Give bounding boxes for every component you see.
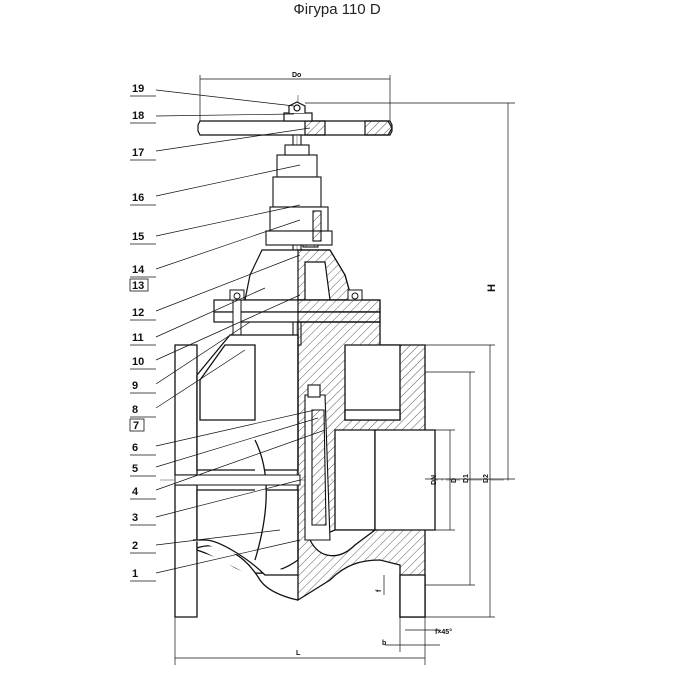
- callout-17: 17: [132, 147, 144, 159]
- callout-7: 7: [133, 420, 139, 432]
- callout-13: 13: [132, 280, 144, 292]
- callout-4: 4: [132, 486, 139, 498]
- callout-18: 18: [132, 110, 144, 122]
- callout-11: 11: [132, 332, 144, 344]
- callout-12: 12: [132, 307, 144, 319]
- callout-10: 10: [132, 356, 144, 368]
- dim-d-label: D: [451, 478, 458, 483]
- dim-d2-label: D2: [483, 474, 490, 483]
- callout-numbers: 19 18 17 16 15 14 13 12 11 10 9 8 7 6 5 …: [129, 83, 156, 582]
- dim-l-label: L: [296, 650, 301, 657]
- dim-d1-label: D1: [463, 474, 470, 483]
- figure-title: Фігура 110 D: [293, 1, 381, 18]
- valve-body-left: [174, 334, 299, 618]
- bonnet: [213, 249, 381, 323]
- callout-2: 2: [132, 540, 138, 552]
- dim-f-label: f: [376, 589, 383, 592]
- callout-15: 15: [132, 231, 144, 243]
- yoke: [265, 144, 333, 248]
- leader-lines: [155, 89, 326, 574]
- handwheel: [197, 101, 393, 136]
- callout-3: 3: [132, 512, 138, 524]
- callout-19: 19: [132, 83, 144, 95]
- callout-8: 8: [132, 404, 138, 416]
- gate-wedge: [304, 384, 331, 541]
- dimension-lines: [174, 75, 515, 665]
- callout-6: 6: [132, 442, 138, 454]
- callout-14: 14: [132, 264, 145, 276]
- valve-body-right-section: [297, 321, 436, 618]
- callout-5: 5: [132, 463, 138, 475]
- dim-do-label: Do: [292, 72, 301, 79]
- callout-1: 1: [132, 568, 138, 580]
- dim-chamfer-label: f×45°: [435, 628, 452, 636]
- callout-9: 9: [132, 380, 138, 392]
- dim-b-label: b: [382, 640, 386, 647]
- callout-16: 16: [132, 192, 144, 204]
- dim-dn-label: DN: [431, 475, 438, 485]
- dim-h-label: H: [486, 284, 498, 292]
